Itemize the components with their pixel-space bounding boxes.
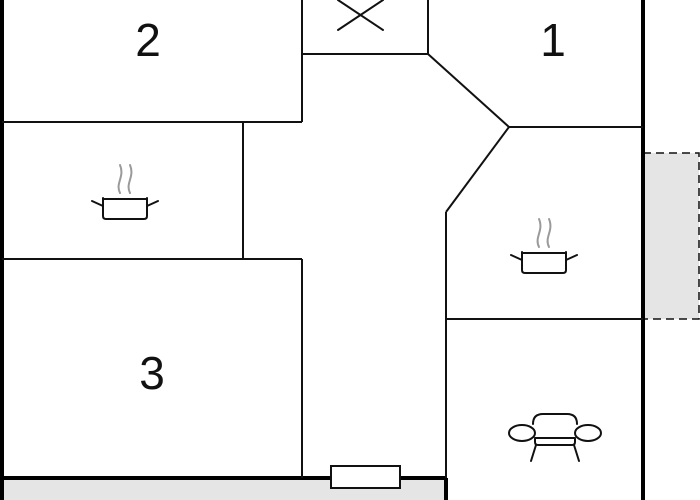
window-icon — [330, 465, 401, 489]
terrace-right — [642, 152, 700, 320]
room-number-1: 1 — [540, 14, 566, 66]
kitchen-pot-icon — [91, 164, 159, 220]
room-number-3: 3 — [139, 347, 165, 399]
sofa-icon — [508, 413, 602, 462]
room-number-2: 2 — [135, 14, 161, 66]
kitchen-pot-icon — [510, 218, 578, 274]
outer-walls — [0, 0, 645, 500]
chimney-cross-icon — [337, 0, 384, 31]
interior-walls — [2, 0, 643, 478]
